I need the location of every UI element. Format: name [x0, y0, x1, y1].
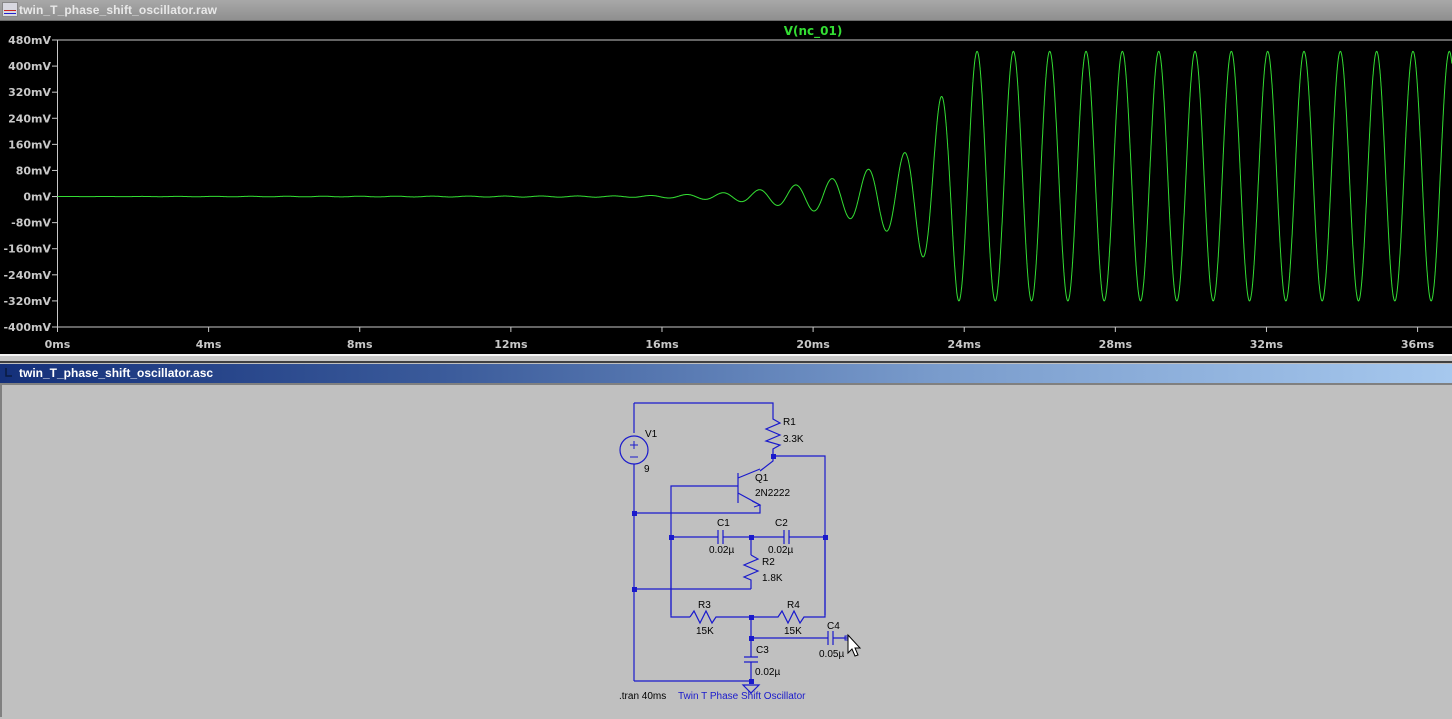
- r3-ref-label: R3: [698, 600, 711, 611]
- wire[interactable]: [634, 662, 752, 683]
- capacitor-c1-symbol[interactable]: [717, 530, 724, 544]
- r2-value-label: 1.8K: [762, 573, 783, 584]
- resistor-r1-symbol[interactable]: [764, 413, 782, 456]
- capacitor-c3-symbol[interactable]: [744, 656, 758, 663]
- y-tick-label: -80mV: [11, 217, 51, 230]
- y-tick-label: 480mV: [8, 34, 51, 47]
- capacitor-c2-symbol[interactable]: [783, 530, 790, 544]
- x-tick-label: 20ms: [796, 338, 830, 351]
- c1-value-label: 0.02µ: [709, 545, 734, 556]
- c2-ref-label: C2: [775, 518, 788, 529]
- c4-value-label: 0.05µ: [819, 649, 844, 660]
- c1-ref-label: C1: [717, 518, 730, 529]
- waveform-chart[interactable]: 480mV 400mV 320mV 240mV 160mV 80mV 0mV -80mV -16…: [0, 21, 1452, 354]
- waveform-plot-pane[interactable]: 480mV 400mV 320mV 240mV 160mV 80mV 0mV -80mV -16…: [0, 21, 1452, 354]
- v1-ref-label: V1: [645, 429, 658, 440]
- y-tick-label: 0mV: [23, 191, 51, 204]
- mouse-cursor-icon: [847, 633, 862, 657]
- trace-label[interactable]: V(nc_01): [784, 24, 843, 39]
- y-tick-label: 400mV: [8, 60, 51, 73]
- spice-directive[interactable]: .tran 40ms: [619, 691, 666, 702]
- r1-ref-label: R1: [783, 417, 796, 428]
- resistor-r2-symbol[interactable]: [742, 554, 760, 589]
- schematic-file-icon: [5, 368, 12, 377]
- c2-value-label: 0.02µ: [768, 545, 793, 556]
- trace-v-nc-01[interactable]: [57, 50, 1452, 302]
- wire[interactable]: [670, 537, 690, 618]
- c3-value-label: 0.02µ: [755, 667, 780, 678]
- y-tick-label: -320mV: [3, 295, 51, 308]
- resistor-r4-symbol[interactable]: [751, 537, 826, 625]
- x-tick-label: 36ms: [1401, 338, 1435, 351]
- y-tick-label: 320mV: [8, 86, 51, 99]
- y-tick-label: 160mV: [8, 138, 51, 151]
- y-tick-label: 80mV: [16, 164, 52, 177]
- y-tick-label: -400mV: [3, 321, 51, 334]
- schematic-window-titlebar[interactable]: twin_T_phase_shift_oscillator.asc: [0, 364, 1452, 383]
- c3-ref-label: C3: [756, 645, 769, 656]
- schematic-window-title: twin_T_phase_shift_oscillator.asc: [19, 366, 214, 380]
- r2-ref-label: R2: [762, 557, 775, 568]
- wire[interactable]: [633, 402, 774, 433]
- x-tick-label: 28ms: [1099, 338, 1133, 351]
- schematic-comment[interactable]: Twin T Phase Shift Oscillator: [678, 691, 806, 702]
- x-tick-label: 0ms: [45, 338, 71, 351]
- wire[interactable]: [634, 511, 761, 514]
- schematic-canvas[interactable]: V1 9 R1 3.3K Q1 2N2222 C1 0.02µ C2 0.02µ…: [0, 383, 1452, 717]
- wire[interactable]: [773, 455, 826, 615]
- y-tick-label: 240mV: [8, 112, 51, 125]
- ground-symbol: [741, 684, 761, 694]
- v1-value-label: 9: [644, 464, 650, 475]
- voltage-source-v1-symbol[interactable]: [619, 435, 649, 465]
- waveform-window-titlebar[interactable]: twin_T_phase_shift_oscillator.raw: [0, 0, 1452, 21]
- x-tick-label: 16ms: [645, 338, 679, 351]
- x-tick-label: 4ms: [196, 338, 222, 351]
- x-tick-label: 8ms: [347, 338, 373, 351]
- q1-value-label: 2N2222: [755, 488, 790, 499]
- waveform-window-title: twin_T_phase_shift_oscillator.raw: [19, 3, 218, 17]
- resistor-r3-symbol[interactable]: [689, 609, 751, 625]
- pane-splitter[interactable]: [0, 354, 1452, 363]
- waveform-file-icon: [2, 2, 18, 17]
- r1-value-label: 3.3K: [783, 434, 804, 445]
- schematic-drawing[interactable]: V1 9 R1 3.3K Q1 2N2222 C1 0.02µ C2 0.02µ…: [0, 383, 1452, 719]
- y-tick-label: -160mV: [3, 243, 51, 256]
- y-tick-label: -240mV: [3, 269, 51, 282]
- x-tick-label: 32ms: [1250, 338, 1284, 351]
- c4-ref-label: C4: [827, 621, 840, 632]
- r3-value-label: 15K: [696, 626, 714, 637]
- junction-dots: [632, 454, 850, 684]
- r4-ref-label: R4: [787, 600, 800, 611]
- x-tick-label: 24ms: [948, 338, 982, 351]
- q1-ref-label: Q1: [755, 473, 769, 484]
- r4-value-label: 15K: [784, 626, 802, 637]
- x-tick-label: 12ms: [494, 338, 528, 351]
